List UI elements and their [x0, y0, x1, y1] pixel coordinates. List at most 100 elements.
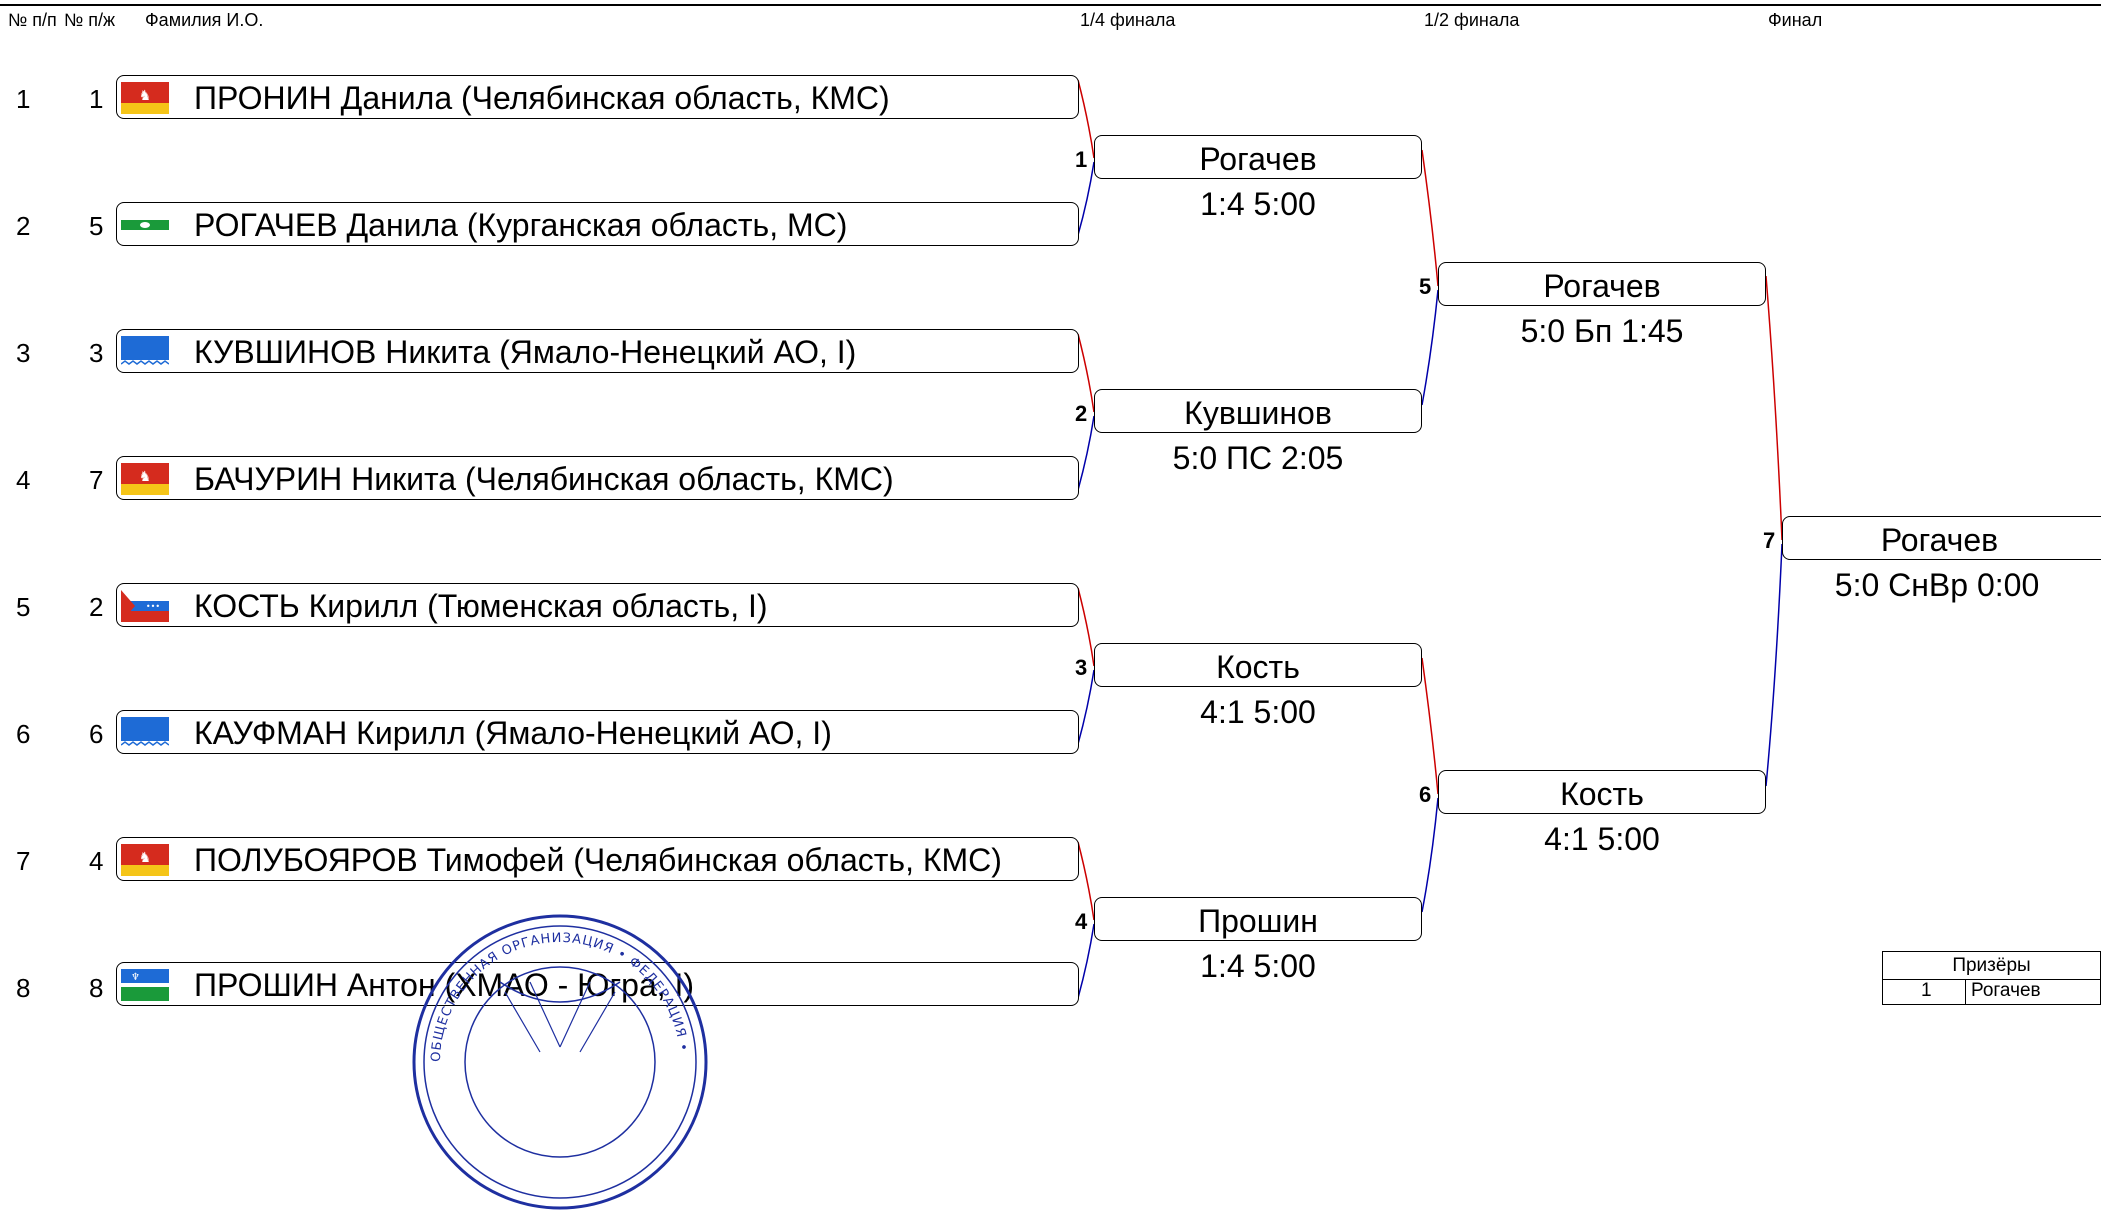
- svg-text:•••: •••: [146, 602, 160, 611]
- row-draw-number: 7: [89, 465, 104, 495]
- row-index: 1: [16, 84, 31, 114]
- participant-box[interactable]: ♆ ПРОШИН Антон (ХМАО - Югра, I): [116, 962, 1079, 1006]
- line-m1-bottom: [1077, 161, 1095, 236]
- participant-name: КОСТЬ Кирилл (Тюменская область, I): [194, 588, 768, 624]
- final-winner-box[interactable]: Рогачев: [1782, 516, 2101, 560]
- line-m5-top: [1421, 149, 1439, 287]
- prize-table-title: Призёры: [1883, 952, 2100, 980]
- svg-text:ОБЩЕСТВЕННАЯ ОРГАНИЗАЦИЯ • ФЕД: ОБЩЕСТВЕННАЯ ОРГАНИЗАЦИЯ • ФЕДЕРАЦИЯ •: [429, 931, 691, 1062]
- header-round-qf: 1/4 финала: [1080, 10, 1176, 30]
- match-number: 4: [1075, 909, 1088, 934]
- participant-name: ПОЛУБОЯРОВ Тимофей (Челябинская область,…: [194, 842, 1002, 878]
- participant-box[interactable]: КУВШИНОВ Никита (Ямало-Ненецкий АО, I): [116, 329, 1079, 373]
- winner-name: Рогачев: [1543, 268, 1661, 304]
- qf-winner-box-4[interactable]: Прошин: [1094, 897, 1422, 941]
- line-m6-bottom: [1421, 797, 1439, 913]
- match-number: 2: [1075, 401, 1088, 426]
- line-m7-bottom: [1765, 543, 1783, 787]
- match-score: 1:4 5:00: [1200, 186, 1316, 222]
- match-number: 7: [1763, 528, 1776, 553]
- kurgan-flag-icon: [121, 209, 169, 241]
- row-draw-number: 6: [89, 719, 104, 749]
- match-number: 3: [1075, 655, 1088, 680]
- participant-name: ПРОНИН Данила (Челябинская область, КМС): [194, 80, 890, 116]
- chelyabinsk-flag-icon: ♞: [121, 82, 169, 114]
- line-m1-top: [1077, 79, 1095, 159]
- header-round-final: Финал: [1768, 10, 1823, 30]
- match-number: 1: [1075, 147, 1088, 172]
- row-index: 3: [16, 338, 31, 368]
- participant-box[interactable]: ♞ ПОЛУБОЯРОВ Тимофей (Челябинская област…: [116, 837, 1079, 881]
- participant-box[interactable]: ••• КОСТЬ Кирилл (Тюменская область, I): [116, 583, 1079, 627]
- participant-box[interactable]: РОГАЧЕВ Данила (Курганская область, МС): [116, 202, 1079, 246]
- participant-name: БАЧУРИН Никита (Челябинская область, КМС…: [194, 461, 894, 497]
- match-score: 5:0 СнВр 0:00: [1834, 567, 2040, 603]
- participant-name: КАУФМАН Кирилл (Ямало-Ненецкий АО, I): [194, 715, 832, 751]
- official-seal-stamp: ОБЩЕСТВЕННАЯ ОРГАНИЗАЦИЯ • ФЕДЕРАЦИЯ •: [412, 914, 708, 1210]
- winner-name: Кость: [1560, 776, 1644, 812]
- header-col-name: Фамилия И.О.: [145, 10, 264, 30]
- yamal-flag-icon: [121, 717, 169, 749]
- line-m3-top: [1077, 587, 1095, 667]
- winner-name: Прошин: [1198, 903, 1318, 939]
- winner-name: Кувшинов: [1184, 395, 1332, 431]
- match-score: 1:4 5:00: [1200, 948, 1316, 984]
- row-index: 8: [16, 973, 31, 1003]
- header-col-num: № п/п: [8, 10, 57, 30]
- svg-text:♞: ♞: [139, 469, 152, 485]
- yamal-flag-icon: [121, 336, 169, 368]
- row-index: 4: [16, 465, 31, 495]
- prize-table: Призёры 1 Рогачев: [1882, 951, 2101, 1005]
- match-score: 5:0 Бп 1:45: [1520, 313, 1684, 349]
- line-m2-top: [1077, 333, 1095, 413]
- header-round-sf: 1/2 финала: [1424, 10, 1520, 30]
- line-m4-bottom: [1077, 923, 1095, 999]
- match-score: 4:1 5:00: [1544, 821, 1660, 857]
- prize-divider: [1965, 980, 1966, 1004]
- svg-text:♞: ♞: [139, 850, 152, 866]
- line-m3-bottom: [1077, 669, 1095, 745]
- svg-text:♞: ♞: [139, 88, 152, 104]
- header-col-draw: № п/ж: [64, 10, 116, 30]
- prize-place: 1: [1921, 980, 1932, 1001]
- row-draw-number: 3: [89, 338, 104, 368]
- row-draw-number: 8: [89, 973, 104, 1003]
- row-index: 7: [16, 846, 31, 876]
- winner-name: Рогачев: [1880, 522, 1999, 558]
- qf-winner-box-2[interactable]: Кувшинов: [1094, 389, 1422, 433]
- winner-name: Кость: [1216, 649, 1300, 685]
- participant-box[interactable]: КАУФМАН Кирилл (Ямало-Ненецкий АО, I): [116, 710, 1079, 754]
- line-m4-top: [1077, 841, 1095, 921]
- match-number: 5: [1419, 274, 1432, 299]
- row-draw-number: 2: [89, 592, 104, 622]
- participant-name: РОГАЧЕВ Данила (Курганская область, МС): [194, 207, 848, 243]
- match-number: 6: [1419, 782, 1432, 807]
- bracket-lines: [1077, 79, 1783, 999]
- tyumen-flag-icon: •••: [121, 590, 169, 622]
- khmao-flag-icon: ♆: [121, 969, 169, 1001]
- qf-winner-box-1[interactable]: Рогачев: [1094, 135, 1422, 179]
- row-index: 5: [16, 592, 31, 622]
- match-score: 5:0 ПС 2:05: [1172, 440, 1344, 476]
- sf-winner-box-1[interactable]: Рогачев: [1438, 262, 1766, 306]
- match-score: 4:1 5:00: [1200, 694, 1316, 730]
- top-rule: [0, 4, 2101, 6]
- qf-winner-box-3[interactable]: Кость: [1094, 643, 1422, 687]
- participant-name: КУВШИНОВ Никита (Ямало-Ненецкий АО, I): [194, 334, 857, 370]
- svg-text:♆: ♆: [131, 972, 140, 983]
- sf-winner-box-2[interactable]: Кость: [1438, 770, 1766, 814]
- winner-name: Рогачев: [1199, 141, 1317, 177]
- participant-box[interactable]: ♞ ПРОНИН Данила (Челябинская область, КМ…: [116, 75, 1079, 119]
- participant-box[interactable]: ♞ БАЧУРИН Никита (Челябинская область, К…: [116, 456, 1079, 500]
- row-index: 6: [16, 719, 31, 749]
- row-index: 2: [16, 211, 31, 241]
- line-m2-bottom: [1077, 415, 1095, 491]
- line-m7-top: [1765, 275, 1783, 541]
- line-m6-top: [1421, 657, 1439, 795]
- row-draw-number: 5: [89, 211, 104, 241]
- chelyabinsk-flag-icon: ♞: [121, 844, 169, 876]
- chelyabinsk-flag-icon: ♞: [121, 463, 169, 495]
- row-draw-number: 4: [89, 846, 104, 876]
- row-draw-number: 1: [89, 84, 104, 114]
- prize-name: Рогачев: [1971, 980, 2041, 1001]
